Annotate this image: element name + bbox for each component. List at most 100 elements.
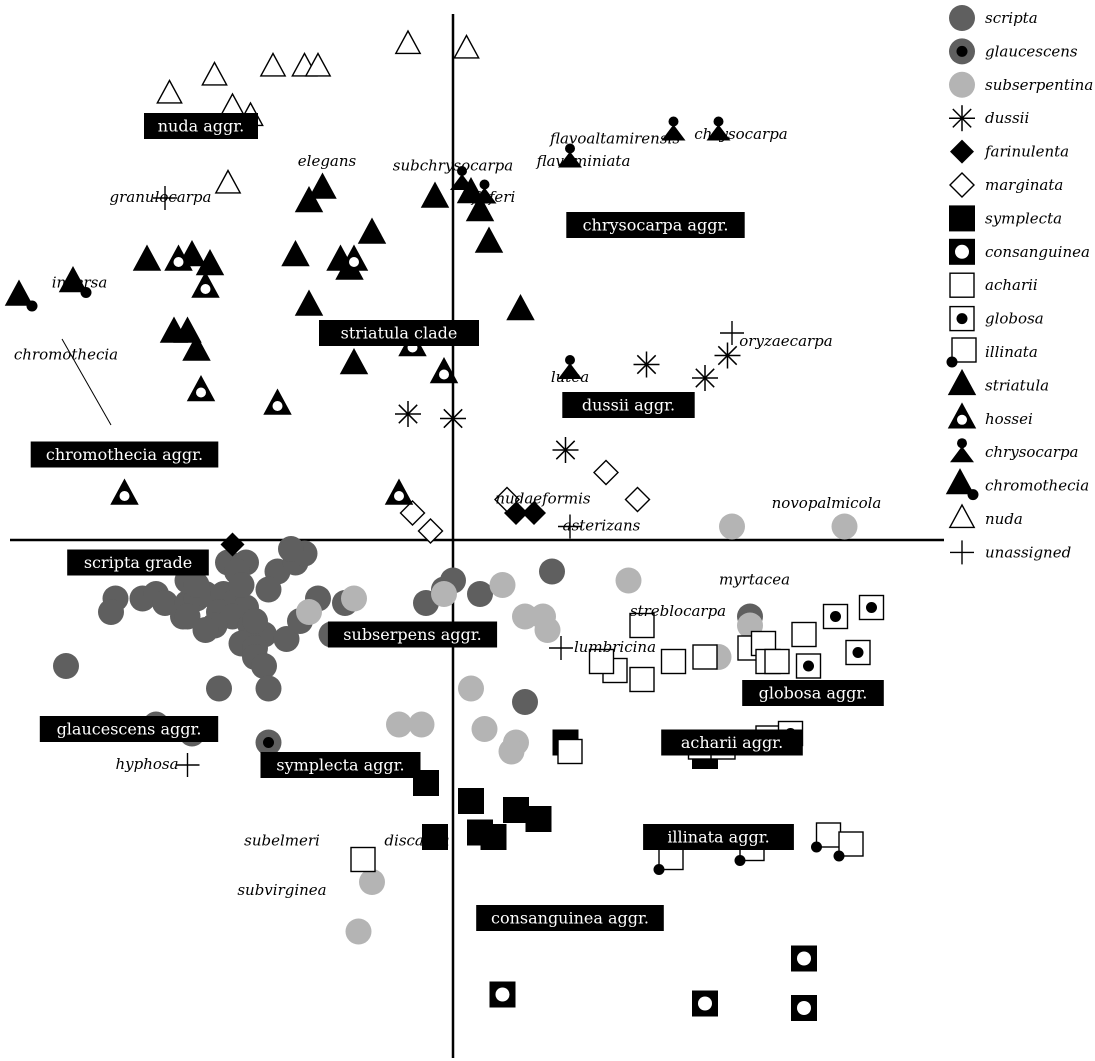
point-dussii-5: [552, 437, 579, 463]
point-subserpentina-1: [341, 585, 367, 612]
point-label: novopalmicola: [772, 494, 882, 512]
group-label-text: glaucescens aggr.: [57, 720, 202, 739]
point-glaucescens-3: [255, 729, 282, 756]
group-label: illinata aggr.: [643, 824, 794, 850]
point-subserpentina-13: [471, 716, 498, 742]
point-dussii-3: [395, 401, 421, 427]
group-label: acharii aggr.: [661, 729, 803, 756]
point-striatula-15: [456, 177, 486, 204]
point-marginata-4: [624, 486, 651, 513]
point-label: granulocarpa: [110, 188, 212, 206]
legend-item-glaucescens: glaucescens: [949, 38, 1078, 65]
point-striatula-14: [420, 181, 450, 208]
legend-symbol-farinulenta: [950, 139, 974, 164]
point-farinulenta-1: [522, 501, 546, 525]
point-subserpentina-4: [512, 603, 538, 630]
point-dussii-4: [440, 405, 466, 432]
legend-symbol-hossei: [947, 402, 977, 429]
point-label: chrysocarpa: [694, 125, 788, 143]
point-acharii-4: [791, 621, 817, 648]
group-label: scripta grade: [67, 549, 209, 576]
point-label: lutea: [551, 368, 589, 386]
point-chromothecia-0: [58, 266, 92, 298]
point-dussii-2: [714, 342, 741, 369]
point-chrysocarpa-4: [706, 116, 731, 141]
point-acharii-6: [764, 648, 790, 675]
legend-item-hossei: hossei: [947, 402, 1033, 429]
point-symplecta-5: [422, 824, 448, 850]
point-striatula-1: [308, 172, 337, 199]
legend-symbol-dussii: [949, 105, 975, 132]
point-nuda-0: [394, 29, 422, 55]
legend-symbol-unassigned: [950, 540, 974, 565]
group-label: subserpens aggr.: [327, 621, 498, 648]
group-label-text: scripta grade: [84, 553, 192, 572]
legend-item-striatula: striatula: [947, 368, 1049, 396]
group-label-box: [661, 729, 803, 756]
legend-symbol-globosa: [949, 305, 975, 332]
point-illinata-2: [811, 822, 842, 853]
point-acharii-14: [350, 846, 376, 873]
point-acharii-0: [629, 612, 655, 639]
point-nuda-2: [201, 61, 228, 86]
point-scripta-32: [278, 536, 304, 562]
group-label-text: striatula clade: [341, 324, 458, 343]
point-label: firferi: [471, 188, 516, 206]
point-subserpentina-15: [498, 738, 525, 765]
point-globosa-2: [845, 639, 871, 666]
point-scripta-4: [152, 590, 178, 616]
point-label: flavoaltamirensis: [549, 130, 680, 148]
point-label: streblocarpa: [630, 602, 726, 620]
legend-label: acharii: [985, 276, 1038, 294]
point-hossei-6: [110, 478, 139, 505]
legend-label: symplecta: [985, 209, 1062, 227]
legend-symbol-scripta: [949, 5, 975, 31]
point-label: lumbricina: [574, 638, 656, 656]
legend-item-consanguinea: consanguinea: [949, 238, 1090, 265]
legend-item-symplecta: symplecta: [949, 205, 1062, 232]
points-layer: [4, 29, 885, 1021]
point-globosa-1: [858, 594, 885, 621]
point-marginata-1: [417, 518, 444, 544]
point-subserpentina-17: [719, 513, 745, 540]
legend-label: subserpentina: [985, 76, 1093, 94]
point-label: flavominiata: [536, 152, 631, 170]
point-label: subvirginea: [237, 881, 326, 899]
point-chrysocarpa-0: [450, 166, 474, 190]
group-label-text: acharii aggr.: [681, 733, 783, 752]
point-nuda-5: [304, 52, 332, 77]
legend-symbol-chromothecia: [945, 468, 979, 501]
legend-item-chromothecia: chromothecia: [945, 468, 1089, 501]
point-label: oryzaecarpa: [739, 332, 832, 350]
group-label: symplecta aggr.: [260, 752, 421, 778]
legend-label: nuda: [985, 510, 1023, 528]
legend-item-scripta: scripta: [949, 5, 1038, 31]
group-label: glaucescens aggr.: [39, 716, 219, 742]
legend-label: illinata: [985, 343, 1038, 361]
group-label: globosa aggr.: [742, 680, 884, 706]
point-striatula-11: [159, 316, 189, 343]
group-label-box: [67, 549, 209, 576]
group-label-box: [260, 752, 421, 778]
point-unassigned-4: [175, 753, 200, 777]
point-consanguinea-0: [489, 981, 516, 1008]
group-label: striatula clade: [319, 320, 479, 346]
point-symplecta-3: [525, 806, 552, 832]
point-label: subchrysocarpa: [393, 157, 513, 175]
point-hossei-8: [429, 357, 459, 384]
group-label: chromothecia aggr.: [30, 441, 219, 468]
legend-item-acharii: acharii: [949, 272, 1038, 298]
point-scripta-25: [255, 675, 282, 702]
point-hossei-4: [186, 375, 216, 402]
legend-symbol-acharii: [949, 272, 975, 298]
group-label: chrysocarpa aggr.: [566, 212, 745, 238]
legend-symbol-subserpentina: [949, 71, 975, 98]
group-label-text: subserpens aggr.: [343, 625, 481, 644]
point-label: hyphosa: [115, 755, 178, 773]
point-chromothecia-1: [4, 279, 38, 312]
point-label: chromothecia: [14, 346, 118, 364]
point-symplecta-6: [480, 824, 507, 850]
point-nuda-6: [156, 79, 183, 104]
group-label-box: [742, 680, 884, 706]
point-acharii-7: [660, 648, 687, 675]
